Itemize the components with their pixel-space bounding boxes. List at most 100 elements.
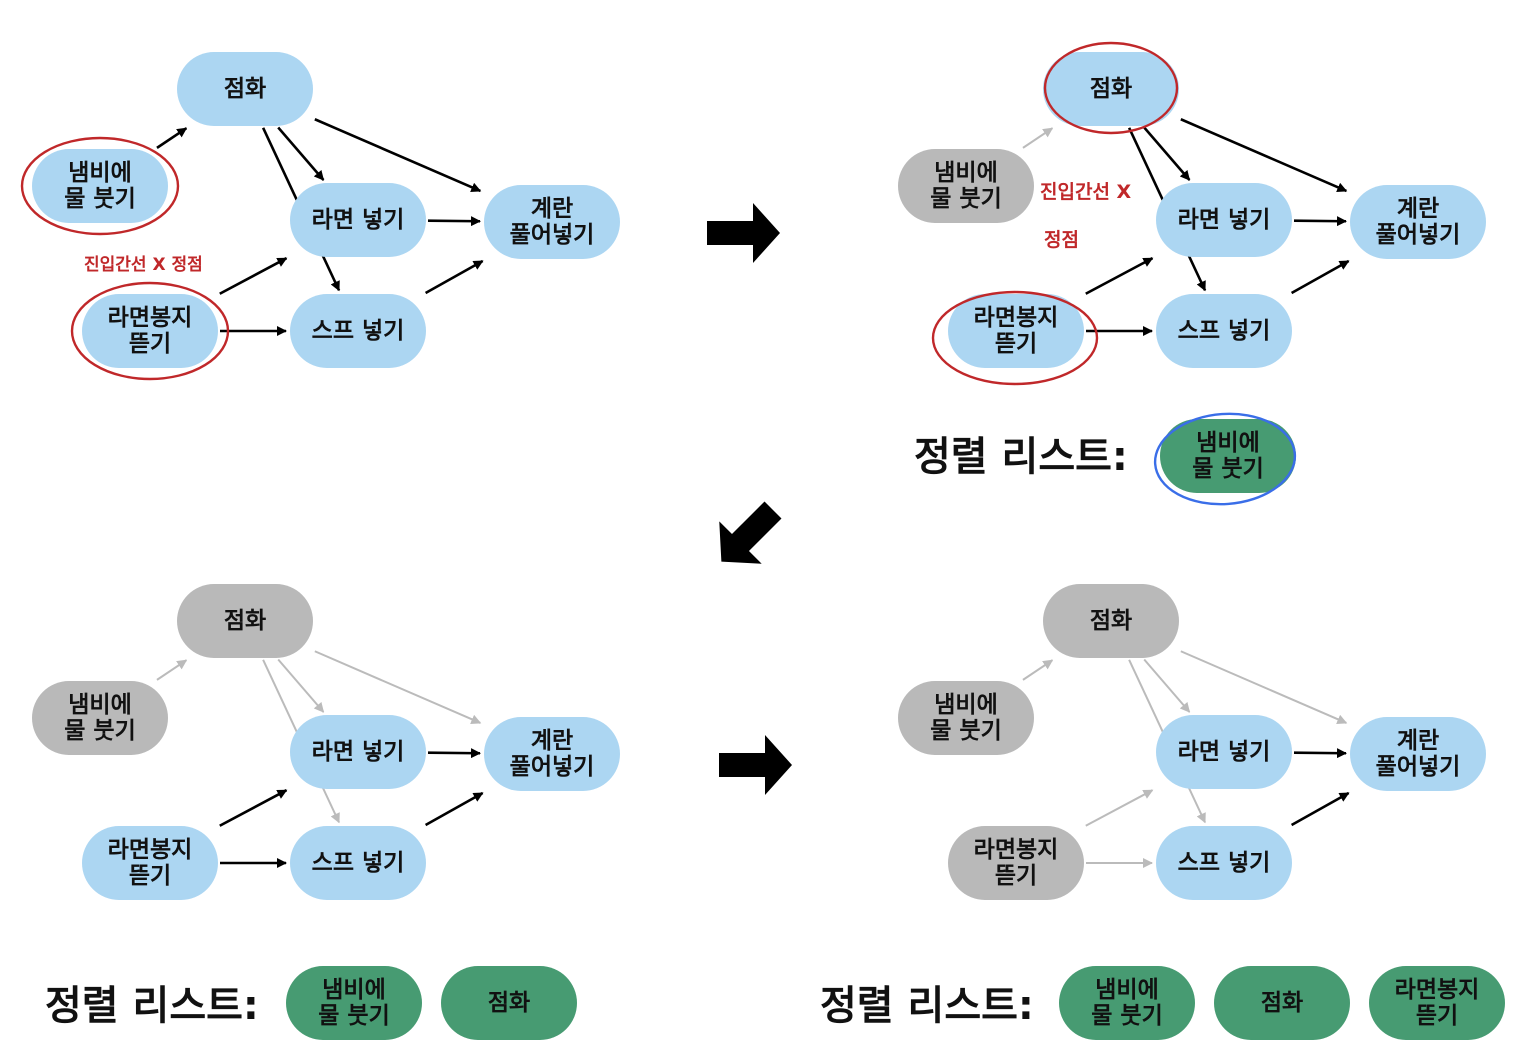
edge-ignite-to-add_ramen [1143, 126, 1191, 181]
edge-ignite-to-add_ramen [1143, 658, 1191, 713]
node-label: 라면 넣기 [1178, 739, 1271, 765]
node-label: 뜯기 [995, 331, 1037, 357]
node-shape [1043, 584, 1179, 658]
highlight-pour-water [20, 136, 180, 236]
node-label: 뜯기 [129, 331, 171, 357]
node-label: 라면 넣기 [312, 207, 405, 233]
node-add-soup: 스프 넣기 [290, 294, 426, 368]
node-label: 점화 [1090, 76, 1132, 102]
node-label: 계란 [1397, 728, 1439, 754]
node-ignite: 점화 [177, 584, 313, 658]
edge-add_soup-to-egg [424, 259, 484, 295]
node-shape [1350, 185, 1486, 259]
edge-ignite-to-egg [1180, 650, 1348, 724]
node-label: 라면봉지 [974, 305, 1059, 331]
node-add-ramen: 라면 넣기 [1156, 183, 1292, 257]
highlight-open-pack-2 [931, 290, 1099, 386]
node-ignite: 점화 [1043, 52, 1179, 126]
node-label: 라면봉지 [108, 837, 193, 863]
node-label: 물 붓기 [930, 186, 1002, 212]
node-label: 풀어넣기 [1376, 754, 1461, 780]
sorted-item: 점화 [441, 966, 577, 1040]
node-shape [177, 584, 313, 658]
node-shape [1350, 717, 1486, 791]
node-label: 라면 넣기 [312, 739, 405, 765]
node-ignite: 점화 [177, 52, 313, 126]
node-ignite: 점화 [1043, 584, 1179, 658]
node-label: 라면 넣기 [1178, 207, 1271, 233]
annotation-no-incoming: 진입간선 X 정점 [84, 255, 203, 275]
node-label: 냄비에 [934, 160, 997, 186]
arrow-right-icon [719, 735, 792, 795]
node-shape [32, 149, 168, 223]
node-shape [1160, 419, 1296, 493]
sorted-item: 점화 [1214, 966, 1350, 1040]
node-label: 물 붓기 [64, 718, 136, 744]
node-label: 물 붓기 [64, 186, 136, 212]
node-label: 물 붓기 [318, 1003, 390, 1029]
edge-add_soup-to-egg [424, 791, 484, 827]
node-label: 풀어넣기 [1376, 222, 1461, 248]
edge-open_pack-to-add_ramen [1085, 789, 1154, 827]
node-label: 스프 넣기 [1178, 318, 1271, 344]
node-add-ramen: 라면 넣기 [1156, 715, 1292, 789]
sorted-list-label: 정렬 리스트: [914, 434, 1128, 480]
node-label: 냄비에 [934, 692, 997, 718]
node-shape [441, 966, 577, 1040]
node-shape [484, 185, 620, 259]
node-shape [1156, 183, 1292, 257]
node-shape [1214, 966, 1350, 1040]
arrow-right-icon [707, 203, 780, 263]
node-label: 풀어넣기 [510, 222, 595, 248]
edge-pour_water-to-ignite [156, 659, 188, 681]
node-label: 물 붓기 [1192, 456, 1264, 482]
node-label: 물 붓기 [930, 718, 1002, 744]
edge-add_soup-to-egg [1290, 791, 1350, 827]
node-shape [82, 826, 218, 900]
edge-add_ramen-to-egg [1293, 216, 1348, 227]
node-label: 점화 [1090, 608, 1132, 634]
node-shape [1043, 52, 1179, 126]
node-label: 점화 [224, 608, 266, 634]
node-label: 점화 [224, 76, 266, 102]
node-shape [1156, 826, 1292, 900]
node-shape [290, 183, 426, 257]
node-label: 점화 [1261, 990, 1303, 1016]
node-label: 냄비에 [1095, 977, 1158, 1003]
node-shape [32, 681, 168, 755]
edge-ignite-to-egg [314, 118, 482, 193]
node-label: 라면봉지 [974, 837, 1059, 863]
node-label: 냄비에 [68, 692, 131, 718]
edge-open_pack-to-add_ramen [219, 789, 288, 827]
node-add-soup: 스프 넣기 [1156, 294, 1292, 368]
node-add-ramen: 라면 넣기 [290, 715, 426, 789]
node-label: 스프 넣기 [1178, 850, 1271, 876]
node-shape [1369, 966, 1505, 1040]
node-shape [948, 294, 1084, 368]
node-label: 물 붓기 [1091, 1003, 1163, 1029]
node-label: 라면봉지 [108, 305, 193, 331]
node-label: 계란 [531, 728, 573, 754]
edge-pour_water-to-ignite [1022, 659, 1054, 681]
node-label: 냄비에 [1196, 430, 1259, 456]
highlight-open-pack [70, 281, 230, 381]
annotation-no-incoming-line1: 진입간선 X [1040, 181, 1132, 203]
node-label: 뜯기 [1416, 1003, 1458, 1029]
edge-add_ramen-to-egg [1293, 748, 1348, 759]
node-shape [177, 52, 313, 126]
